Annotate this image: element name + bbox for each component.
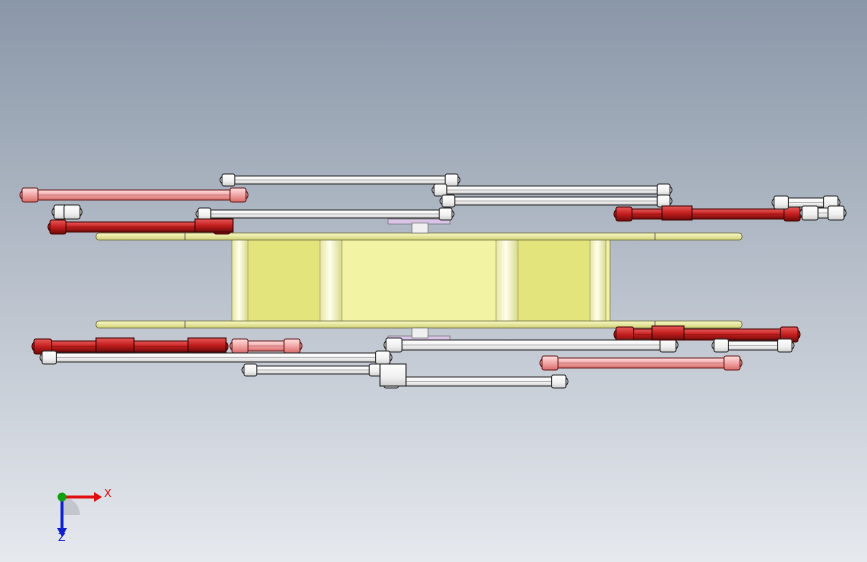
lower-link-d-joint [385,337,403,353]
lower-servo-block [187,337,227,353]
upper-link-h[interactable] [613,206,803,222]
upper-link-e-joint [197,207,212,221]
standoff-post [589,238,607,324]
top-hub-shaft [411,222,429,234]
lower-hub-block [379,363,407,387]
lower-link-g-joint [723,355,741,371]
upper-link-j-joint [827,205,845,221]
z-axis-arrowhead [57,528,67,537]
lower-link-f-joint [375,350,391,365]
bottom-hub-shaft [411,327,429,339]
standoff-post [495,238,519,324]
lower-link-g-joint [541,355,559,371]
upper-link-c-joint [441,194,456,208]
upper-link-a[interactable] [219,173,461,187]
lower-link-c-joint [283,338,301,354]
y-axis-dot-icon [57,492,67,502]
lower-link-i[interactable] [381,374,569,389]
lower-leg-links[interactable] [31,325,801,389]
bottom-plate [95,320,743,329]
upper-link-c[interactable] [439,194,673,208]
upper-link-c-joint [656,194,671,208]
upper-servo-block [194,218,234,233]
upper-link-a-joint [444,173,459,187]
lower-link-e-joint [713,338,729,353]
upper-link-d-joint [229,187,247,203]
body-side-face-right [518,239,590,323]
upper-link-d-joint [21,187,39,203]
upper-link-b[interactable] [431,183,673,197]
x-axis-arrowhead [94,492,102,502]
upper-link-i[interactable] [771,195,841,210]
lower-link-c-joint [231,338,249,354]
upper-link-d[interactable] [19,187,249,203]
lower-link-d[interactable] [383,337,679,353]
upper-link-a-joint [221,173,236,187]
upper-link-g-joint [49,219,67,235]
lower-link-e[interactable] [711,338,795,353]
center-body [95,218,743,342]
body-side-face-left [248,239,320,323]
x-axis-label: X [104,487,112,500]
lower-link-h-joint [243,363,258,377]
upper-joint-f-joint [63,204,81,220]
standoff-post [231,238,249,324]
lower-link-h[interactable] [241,363,385,377]
lower-link-g[interactable] [539,355,743,371]
upper-link-e[interactable] [195,207,455,221]
upper-joint-f[interactable] [51,204,83,220]
upper-link-j-joint [801,205,819,221]
upper-link-h-joint [615,206,633,222]
upper-link-i-joint [773,195,789,210]
lower-link-i-joint [551,374,567,389]
standoff-post [319,238,343,324]
upper-servo-block [661,205,693,221]
top-plate [95,232,743,241]
lower-servo-block [651,325,685,341]
lower-link-f[interactable] [39,350,393,365]
z-axis-label: Z [58,531,66,544]
lower-servo-block [95,337,135,353]
lower-link-f-joint [41,350,57,365]
upper-link-b-joint [433,183,448,197]
upper-link-e-joint [438,207,453,221]
upper-leg-links[interactable] [19,173,847,235]
upper-link-j[interactable] [799,205,847,221]
lower-link-c[interactable] [229,338,303,354]
lower-link-e-joint [777,338,793,353]
coordinate-triad: X Z [57,487,112,544]
triad-shadow [62,497,80,515]
upper-link-b-joint [656,183,671,197]
